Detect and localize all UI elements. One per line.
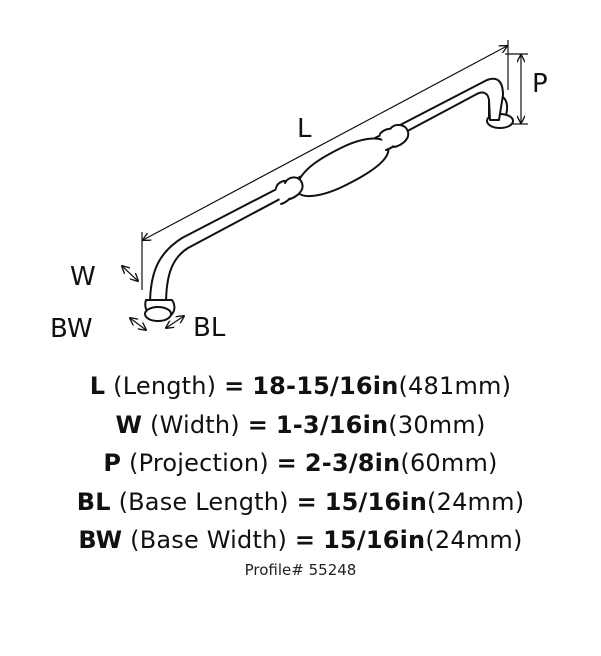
- specification-list: L (Length) = 18-15/16in(481mm) W (Width)…: [0, 367, 601, 560]
- profile-number: Profile# 55248: [244, 561, 357, 579]
- base-length-dimension-line: [166, 316, 184, 328]
- width-dimension-line: [122, 266, 138, 281]
- pull-dimension-diagram: L P W BW BL: [50, 40, 548, 344]
- spec-row-length: L (Length) = 18-15/16in(481mm): [89, 372, 512, 400]
- spec-row-base-length: BL (Base Length) = 15/16in(24mm): [76, 487, 525, 516]
- length-label: L: [297, 114, 312, 144]
- spec-row-base-width: BW (Base Width) = 15/16in(24mm): [78, 526, 523, 554]
- spec-row-projection: P (Projection) = 2-3/8in(60mm): [103, 449, 498, 477]
- width-label: W: [70, 262, 96, 292]
- cabinet-pull-drawing: [144, 77, 514, 322]
- base-length-label: BL: [193, 313, 226, 343]
- base-width-dimension-line: [130, 318, 146, 330]
- projection-label: P: [532, 69, 548, 99]
- base-width-label: BW: [50, 314, 93, 344]
- left-base: [144, 306, 172, 322]
- center-grip: [295, 137, 390, 198]
- dimension-lines: [122, 40, 528, 330]
- ring-right-2: [390, 123, 410, 148]
- spec-row-width: W (Width) = 1-3/16in(30mm): [115, 410, 486, 439]
- length-dimension-line: [143, 46, 507, 240]
